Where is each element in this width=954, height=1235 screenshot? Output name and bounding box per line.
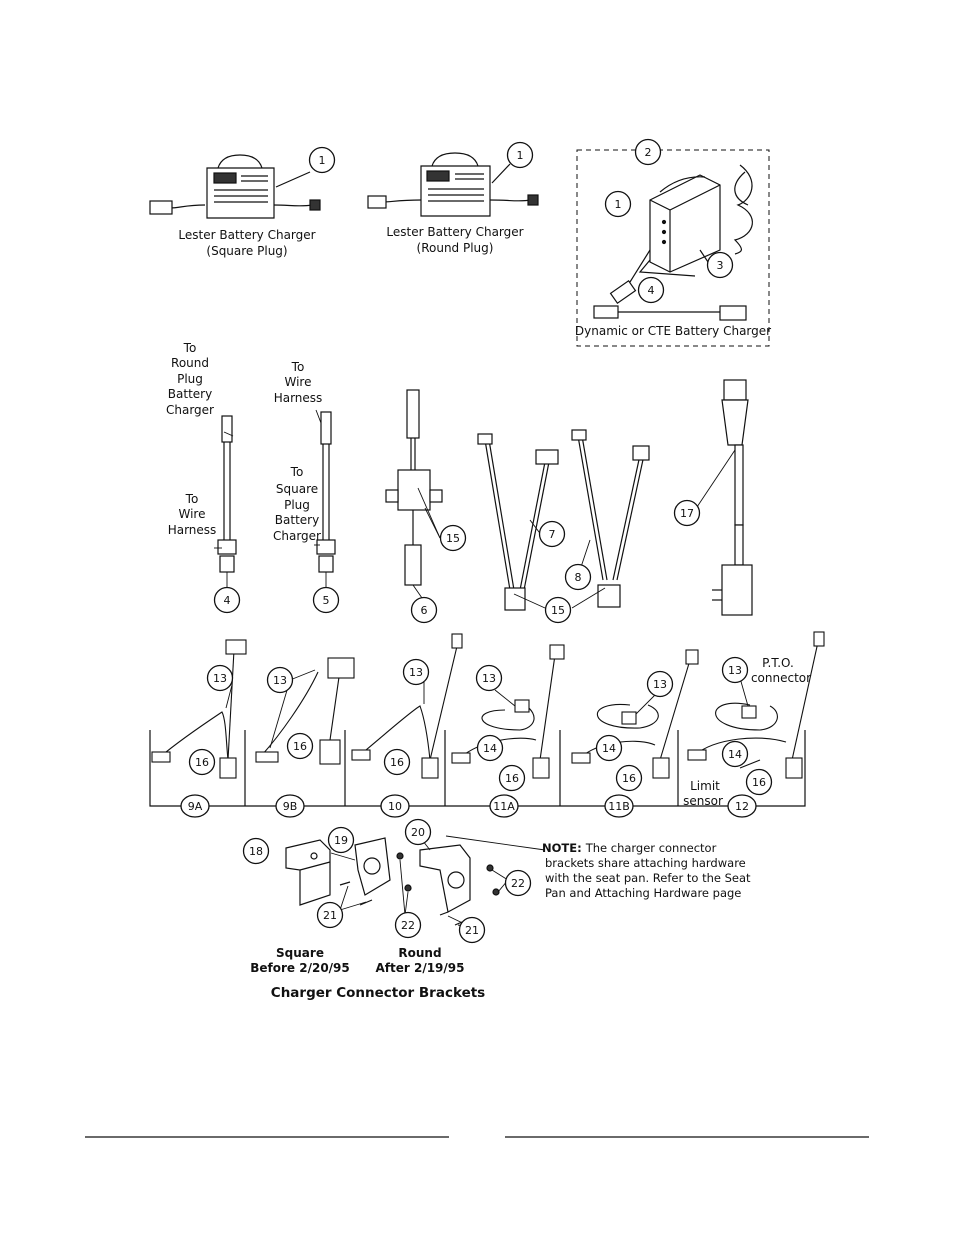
to-round-plug-label: Charger: [166, 403, 214, 417]
to-square-plug-label: Battery: [275, 513, 319, 527]
callout-16: 16: [622, 772, 636, 785]
callout-13: 13: [273, 674, 287, 687]
note-text: brackets share attaching hardware: [545, 856, 746, 870]
charger-cord-17-illustration: [712, 379, 753, 616]
callout-22: 22: [511, 877, 525, 890]
bracket-illustrations: [285, 837, 500, 926]
harness-8-illustration: [571, 429, 650, 608]
callout-20: 20: [411, 826, 425, 839]
panel-label-11b: 11B: [608, 800, 630, 813]
panel-label-12: 12: [735, 800, 749, 813]
callout-18: 18: [249, 845, 263, 858]
callout-14: 14: [483, 742, 497, 755]
callout-21: 21: [465, 924, 479, 937]
panel-label-circles: [180, 794, 757, 818]
to-round-plug-label: Round: [171, 356, 209, 370]
callout-1: 1: [615, 198, 622, 211]
callout-21: 21: [323, 909, 337, 922]
to-wire-harness-label: To: [185, 492, 199, 506]
lester-square-charger-illustration: [149, 154, 321, 219]
to-wire-harness-label: Harness: [274, 391, 323, 405]
callout-15: 15: [446, 532, 460, 545]
lester-round-caption: Lester Battery Charger: [386, 225, 523, 239]
callout-17: 17: [680, 507, 694, 520]
to-square-plug-label: Charger: [273, 529, 321, 543]
callout-5: 5: [323, 594, 330, 607]
lester-square-caption: (Square Plug): [206, 244, 287, 258]
to-wire-harness-label: Wire: [285, 375, 312, 389]
round-bracket-caption: After 2/19/95: [376, 961, 465, 975]
square-bracket-caption: Before 2/20/95: [250, 961, 350, 975]
callout-16: 16: [752, 776, 766, 789]
harness-6-illustration: [385, 389, 443, 586]
dynamic-charger-illustration: [593, 164, 753, 321]
to-wire-harness-label: Wire: [179, 507, 206, 521]
brackets-title: Charger Connector Brackets: [271, 985, 485, 1001]
callout-19: 19: [334, 834, 348, 847]
panel-harnesses-illustration: [151, 631, 825, 779]
dynamic-caption: Dynamic or CTE Battery Charger: [575, 324, 771, 338]
callout-8: 8: [575, 571, 582, 584]
callout-6: 6: [421, 604, 428, 617]
harness-7-illustration: [477, 433, 559, 611]
callout-22: 22: [401, 919, 415, 932]
panel-label-9b: 9B: [283, 800, 298, 813]
to-round-plug-label: Battery: [168, 387, 212, 401]
callout-13: 13: [482, 672, 496, 685]
dynamic-charger-frame: [576, 149, 770, 347]
limit-sensor-label: Limit: [690, 779, 720, 793]
harness-4-illustration: [217, 415, 237, 573]
round-bracket-caption: Round: [398, 946, 441, 960]
callout-1: 1: [319, 154, 326, 167]
callout-16: 16: [505, 772, 519, 785]
panel-label-11a: 11A: [493, 800, 515, 813]
callout-13: 13: [409, 666, 423, 679]
callout-16: 16: [293, 740, 307, 753]
limit-sensor-label: sensor: [683, 794, 723, 808]
to-wire-harness-label: Harness: [168, 523, 217, 537]
callout-4: 4: [224, 594, 231, 607]
to-round-plug-label: Plug: [177, 372, 203, 386]
lester-round-charger-illustration: [367, 152, 539, 217]
pto-connector-label: P.T.O.: [762, 656, 794, 670]
panel-frame: [149, 730, 806, 807]
to-wire-harness-label: To: [291, 360, 305, 374]
callout-13: 13: [653, 678, 667, 691]
to-square-plug-label: Plug: [284, 498, 310, 512]
callout-1: 1: [517, 149, 524, 162]
callout-16: 16: [195, 756, 209, 769]
callout-2: 2: [645, 146, 652, 159]
to-square-plug-label: To: [290, 465, 304, 479]
callout-3: 3: [717, 259, 724, 272]
callout-13: 13: [728, 664, 742, 677]
harness-5-illustration: [316, 411, 336, 573]
to-round-plug-label: To: [183, 341, 197, 355]
to-square-plug-label: Square: [276, 482, 318, 496]
panel-label-10: 10: [388, 800, 402, 813]
callout-4: 4: [648, 284, 655, 297]
note-text: Pan and Attaching Hardware page: [545, 886, 741, 900]
lester-round-caption: (Round Plug): [417, 241, 494, 255]
lester-square-caption: Lester Battery Charger: [178, 228, 315, 242]
callout-16: 16: [390, 756, 404, 769]
note-text: NOTE:The charger connector: [542, 841, 717, 855]
pto-connector-label: connector: [751, 671, 811, 685]
callout-13: 13: [213, 672, 227, 685]
callout-14: 14: [728, 748, 742, 761]
callout-15: 15: [551, 604, 565, 617]
square-bracket-caption: Square: [276, 946, 324, 960]
callout-14: 14: [602, 742, 616, 755]
note-text: with the seat pan. Refer to the Seat: [545, 871, 751, 885]
panel-label-9a: 9A: [188, 800, 203, 813]
callout-7: 7: [549, 528, 556, 541]
